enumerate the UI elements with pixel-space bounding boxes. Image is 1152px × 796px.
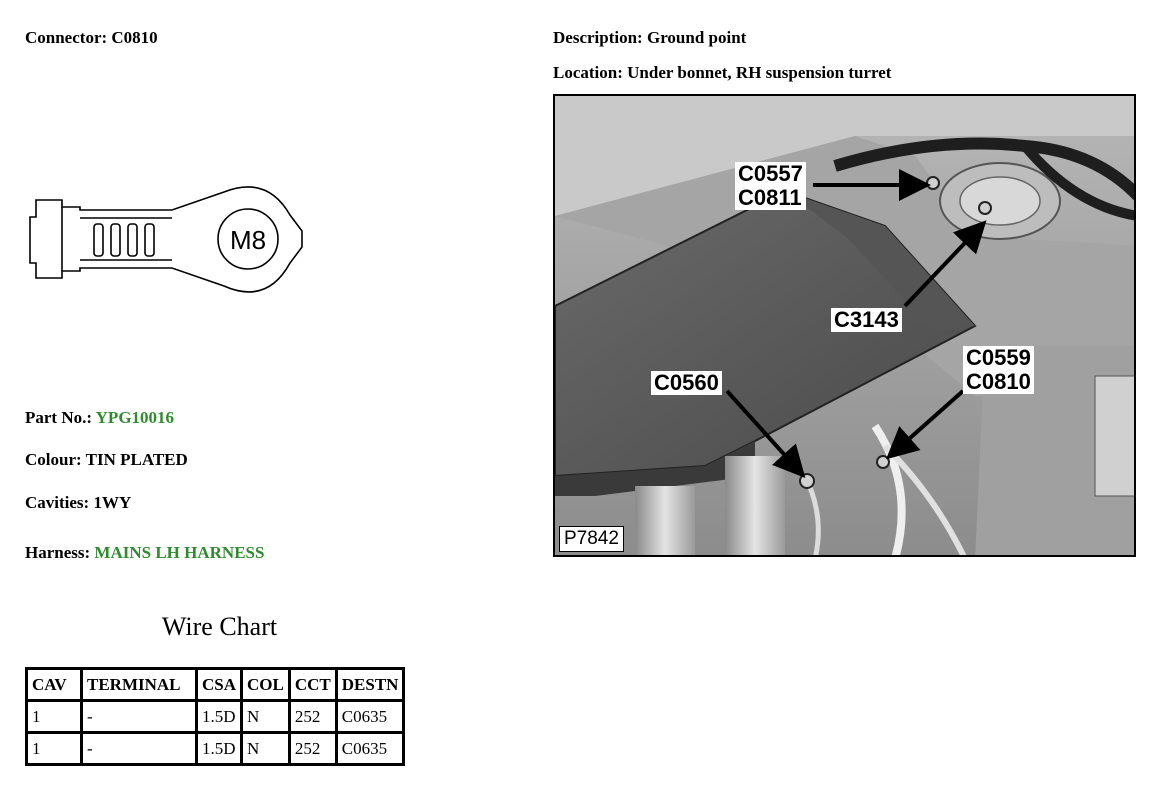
callout-c0560: C0560 [651,371,722,395]
cell-csa: 1.5D [194,731,244,766]
table-row: 1 - 1.5D N 252 C0635 [25,731,406,766]
description-field: Description: Ground point [553,28,746,48]
harness-field: Harness: MAINS LH HARNESS [25,543,264,563]
cell-cav: 1 [25,699,83,734]
cell-col: N [240,699,291,734]
col-header-cav: CAV [25,667,83,702]
cavities-label: Cavities: [25,493,90,512]
callout-c0559: C0559 [966,345,1031,370]
harness-label: Harness: [25,543,91,562]
cell-col: N [240,731,291,766]
connector-label: Connector: [25,28,108,47]
col-header-csa: CSA [194,667,244,702]
harness-link[interactable]: MAINS LH HARNESS [94,543,265,562]
col-header-cct: CCT [287,667,338,702]
cavities-value: 1WY [93,493,132,512]
part-no-field: Part No.: YPG10016 [25,408,174,428]
wire-chart-table: CAV TERMINAL CSA COL CCT DESTN 1 - 1.5D … [25,667,406,766]
cell-terminal: - [80,699,198,734]
callout-group-c0559-c0810: C0559 C0810 [963,346,1034,394]
callout-c3143: C3143 [831,308,902,332]
callout-c0811: C0811 [738,185,802,210]
cell-destn: C0635 [334,699,406,734]
callout-group-c0557-c0811: C0557 C0811 [735,162,806,210]
callout-c0557: C0557 [738,161,803,186]
cell-cav: 1 [25,731,83,766]
location-photo: C0557 C0811 C3143 C0560 C0559 C0810 P784… [553,94,1136,557]
description-label: Description: [553,28,643,47]
ring-terminal-drawing: M8 [29,186,303,293]
colour-value: TIN PLATED [85,450,188,469]
connector-field: Connector: C0810 [25,28,158,48]
colour-label: Colour: [25,450,82,469]
cell-cct: 252 [287,699,338,734]
cell-cct: 252 [287,731,338,766]
location-label: Location: [553,63,623,82]
part-no-link[interactable]: YPG10016 [95,408,175,427]
cavities-field: Cavities: 1WY [25,493,131,513]
table-header-row: CAV TERMINAL CSA COL CCT DESTN [25,667,406,702]
description-value: Ground point [646,28,747,47]
callout-c0810: C0810 [966,369,1031,394]
terminal-size-marking: M8 [230,225,266,255]
col-header-terminal: TERMINAL [80,667,198,702]
photo-reference: P7842 [559,526,624,552]
table-row: 1 - 1.5D N 252 C0635 [25,699,406,734]
part-no-label: Part No.: [25,408,93,427]
connector-value: C0810 [111,28,158,47]
cell-terminal: - [80,731,198,766]
engine-bay-illustration [555,96,1134,555]
cell-destn: C0635 [334,731,406,766]
cell-csa: 1.5D [194,699,244,734]
colour-field: Colour: TIN PLATED [25,450,188,470]
location-field: Location: Under bonnet, RH suspension tu… [553,63,891,83]
col-header-destn: DESTN [334,667,406,702]
col-header-col: COL [240,667,291,702]
location-value: Under bonnet, RH suspension turret [627,63,892,82]
wire-chart-title: Wire Chart [161,612,278,641]
